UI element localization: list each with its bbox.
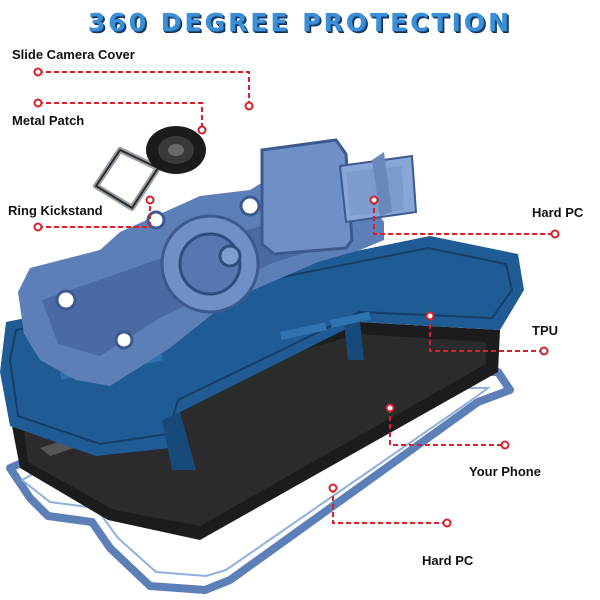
- label-metal-patch: Metal Patch: [12, 113, 85, 128]
- metal-patch-leader: [38, 102, 203, 130]
- anchor-dot: [244, 101, 254, 111]
- anchor-dot: [500, 440, 510, 450]
- metal-ring-kickstand: [93, 126, 206, 211]
- label-ring-kickstand: Ring Kickstand: [8, 203, 103, 218]
- anchor-dot: [328, 483, 338, 493]
- hard-pc-top-leader: [373, 200, 555, 235]
- anchor-dot: [425, 311, 435, 321]
- callout-anchors: [33, 67, 560, 528]
- label-hard-pc-bottom: Hard PC: [422, 553, 474, 568]
- page-title: 360 DEGREE PROTECTION: [87, 8, 513, 37]
- label-tpu: TPU: [532, 323, 558, 338]
- anchor-dot: [33, 98, 43, 108]
- anchor-dot: [145, 195, 155, 205]
- callout-leaders: [38, 71, 555, 524]
- label-slide-camera-cover: Slide Camera Cover: [12, 47, 135, 62]
- hard-pc-back-shell: [18, 138, 418, 386]
- your-phone-leader: [389, 408, 505, 446]
- slide-camera-cover-leader: [38, 71, 250, 106]
- anchor-dot: [33, 222, 43, 232]
- anchor-dot: [197, 125, 207, 135]
- ring-kickstand-leader: [38, 200, 151, 228]
- anchor-dot: [550, 229, 560, 239]
- anchor-dot: [33, 67, 43, 77]
- label-your-phone: Your Phone: [469, 464, 541, 479]
- hard-pc-bottom-leader: [332, 488, 447, 524]
- anchor-dot: [442, 518, 452, 528]
- anchor-dot: [369, 195, 379, 205]
- anchor-dot: [539, 346, 549, 356]
- anchor-dot: [385, 403, 395, 413]
- label-hard-pc-top: Hard PC: [532, 205, 584, 220]
- tpu-leader: [429, 316, 544, 352]
